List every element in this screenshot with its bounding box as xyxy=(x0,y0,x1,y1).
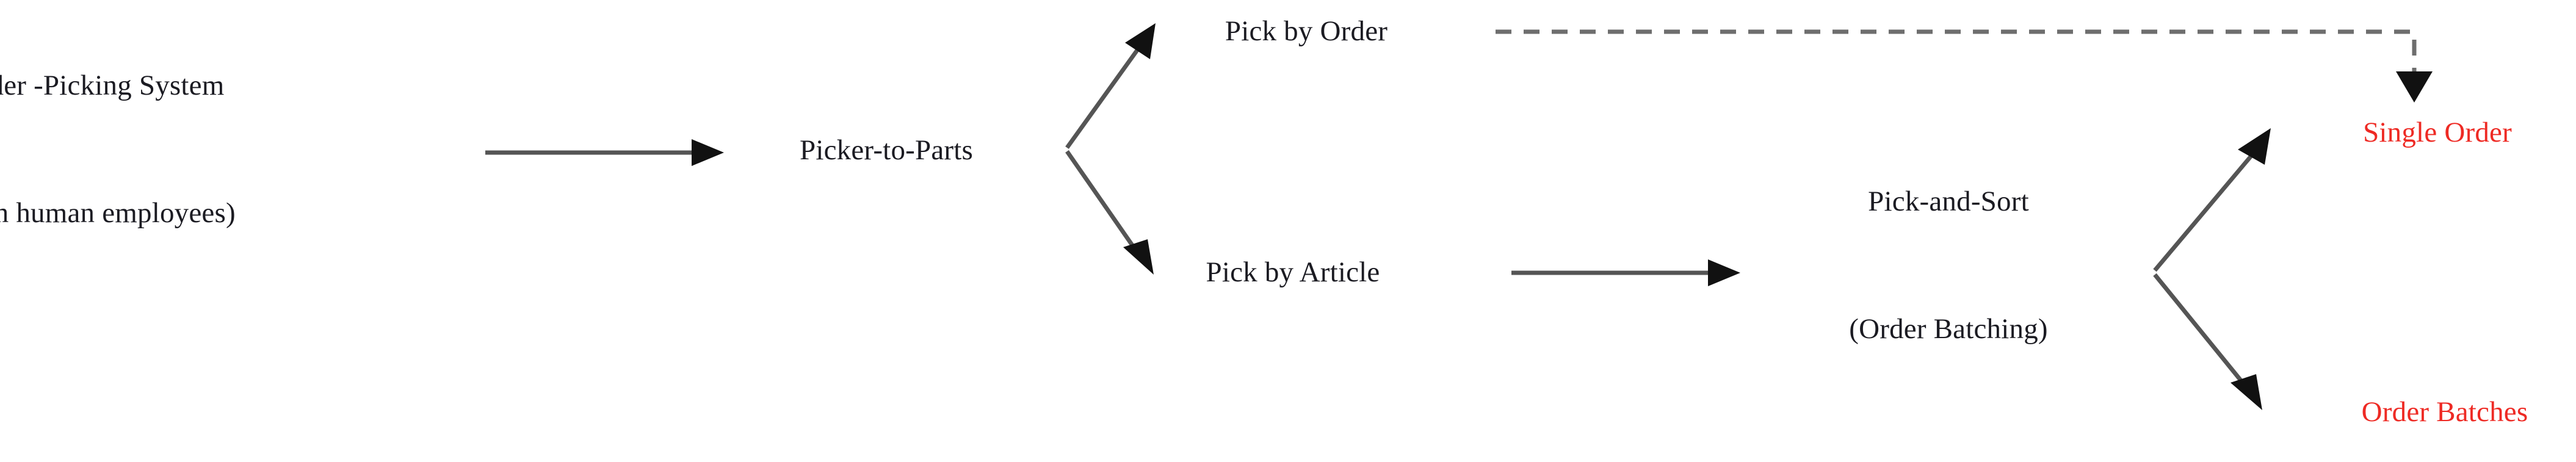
edge-line xyxy=(1065,46,1141,150)
node-label-line: Picker-to-Parts xyxy=(800,134,973,167)
edge-line xyxy=(1065,150,1138,253)
edge-line-dashed xyxy=(1496,29,2417,74)
node-pick-and-sort[interactable]: Pick-and-Sort (Order Batching) xyxy=(1849,96,2048,435)
node-label-line: Order -Picking System xyxy=(0,69,225,101)
edge-picker-to-article xyxy=(1065,150,1154,275)
arrowhead-icon xyxy=(692,139,724,166)
edge-article-to-sort xyxy=(1511,259,1740,286)
arrowhead-icon xyxy=(1708,259,1740,286)
edge-order-to-single xyxy=(1496,29,2433,103)
edge-sort-to-batches xyxy=(2153,273,2262,410)
node-label-line: Order Batches xyxy=(2361,396,2528,428)
node-picker-to-parts[interactable]: Picker-to-Parts xyxy=(800,45,973,257)
node-label-line: (with human employees) xyxy=(0,197,236,229)
node-pick-by-order[interactable]: Pick by Order xyxy=(1225,0,1387,138)
node-order-batches[interactable]: Order Batches xyxy=(2362,306,2528,462)
node-label-line: Pick by Article xyxy=(1206,256,1380,289)
edge-sort-to-single xyxy=(2153,128,2271,272)
node-label-line: (Order Batching) xyxy=(1849,312,2048,345)
arrowhead-icon xyxy=(2230,374,2262,410)
node-label-line: Pick by Order xyxy=(1225,15,1388,48)
arrowhead-icon xyxy=(1125,23,1156,59)
edge-line xyxy=(2153,273,2247,388)
node-label-line: Pick-and-Sort xyxy=(1868,185,2029,217)
arrowhead-icon xyxy=(2396,71,2433,103)
edge-picker-to-order xyxy=(1065,23,1156,150)
node-pick-by-article[interactable]: Pick by Article xyxy=(1206,167,1380,379)
edge-line xyxy=(2153,153,2254,272)
edge-system-to-picker xyxy=(485,139,724,166)
arrowhead-icon xyxy=(1123,239,1154,275)
arrowhead-icon xyxy=(2238,128,2271,165)
node-order-picking-system[interactable]: Order -Picking System (with human employ… xyxy=(0,0,236,319)
node-single-order[interactable]: Single Order xyxy=(2363,27,2512,239)
node-label-line: Single Order xyxy=(2363,117,2512,149)
